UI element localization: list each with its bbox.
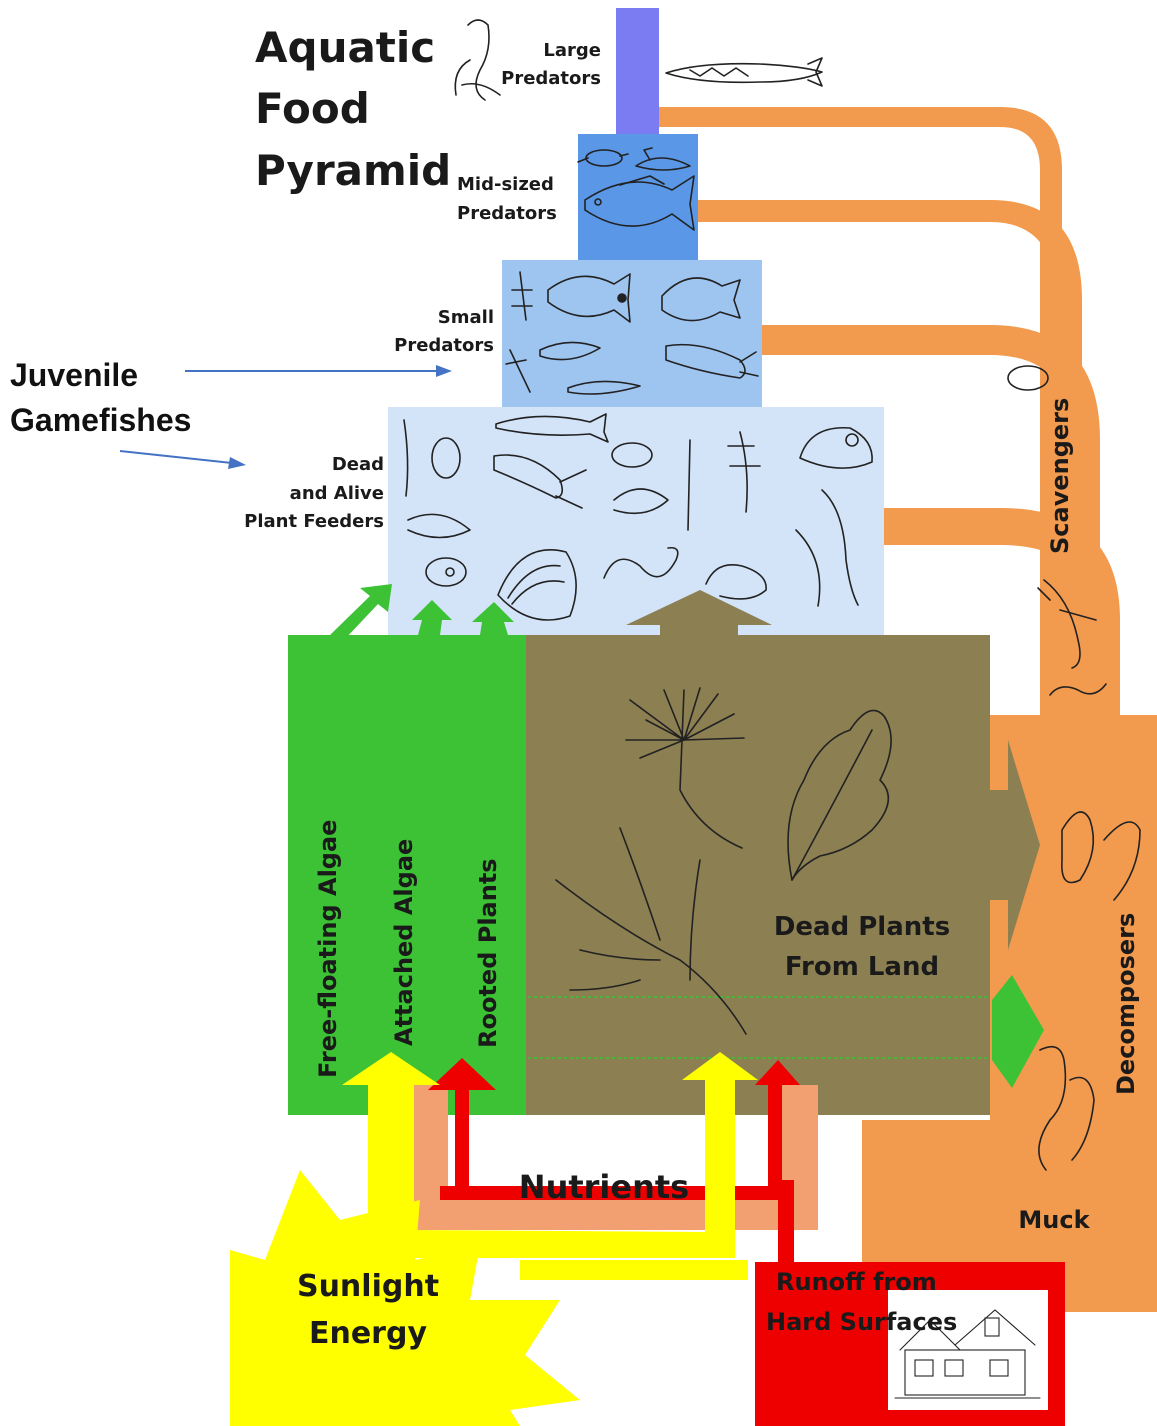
runoff-label-2: Hard Surfaces (766, 1308, 957, 1336)
title-line-1: Aquatic (255, 23, 435, 72)
arrow-plant-feeders (120, 451, 232, 463)
dead-plants-label-1: Dead Plants (774, 912, 950, 942)
free-floating-algae-label: Free-floating Algae (314, 820, 342, 1078)
scavengers-label: Scavengers (1046, 398, 1074, 554)
attached-algae-label: Attached Algae (390, 839, 418, 1046)
small-predators-label-1: Small (438, 307, 494, 328)
sunlight-label-2: Energy (309, 1316, 427, 1351)
small-predators-label-2: Predators (394, 335, 494, 356)
muck-label: Muck (1018, 1206, 1090, 1234)
pike-sketch-icon (666, 58, 822, 86)
plant-feeders-label-1: Dead (332, 454, 384, 475)
loon-sketch-icon (455, 20, 500, 100)
rooted-plants-label: Rooted Plants (474, 858, 502, 1048)
mid-predators-label-2: Predators (457, 203, 557, 224)
tier-large-predators (616, 8, 659, 136)
dead-plants-label-2: From Land (785, 952, 939, 982)
sunlight-label-1: Sunlight (297, 1269, 439, 1304)
plant-feeders-label-2: and Alive (290, 483, 384, 504)
juvenile-label-2: Gamefishes (10, 402, 191, 438)
nutrients-label: Nutrients (519, 1168, 689, 1206)
title-line-3: Pyramid (255, 146, 451, 195)
title-line-2: Food (255, 84, 370, 133)
dead-plants-block (526, 635, 990, 1115)
runoff-label-1: Runoff from (776, 1268, 937, 1296)
free-floating-up-arrow (330, 584, 392, 640)
pyramid-title: Aquatic Food Pyramid (255, 23, 451, 195)
plant-feeders-label-3: Plant Feeders (244, 511, 384, 532)
juvenile-label-1: Juvenile (10, 357, 138, 393)
large-predators-label-1: Large (543, 40, 601, 61)
large-predators-label-2: Predators (501, 68, 601, 89)
tier-mid-predators (578, 134, 698, 262)
mid-predators-label-1: Mid-sized (457, 174, 554, 195)
decomposers-label: Decomposers (1112, 913, 1140, 1095)
